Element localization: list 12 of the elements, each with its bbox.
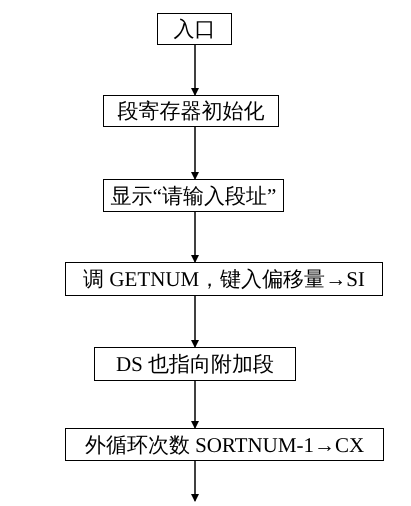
arrow xyxy=(191,461,199,502)
arrow xyxy=(191,127,199,180)
arrow xyxy=(191,212,199,263)
process-box: 外循环次数 SORTNUM-1→CX xyxy=(65,428,384,461)
arrow xyxy=(191,45,199,96)
arrow xyxy=(191,381,199,429)
process-box: 调 GETNUM，键入偏移量→SI xyxy=(65,262,383,296)
arrow xyxy=(191,296,199,348)
process-box: 段寄存器初始化 xyxy=(103,95,279,127)
process-box: 显示“请输入段址” xyxy=(103,179,284,212)
process-box: DS 也指向附加段 xyxy=(94,347,296,381)
process-box: 入口 xyxy=(157,13,232,45)
